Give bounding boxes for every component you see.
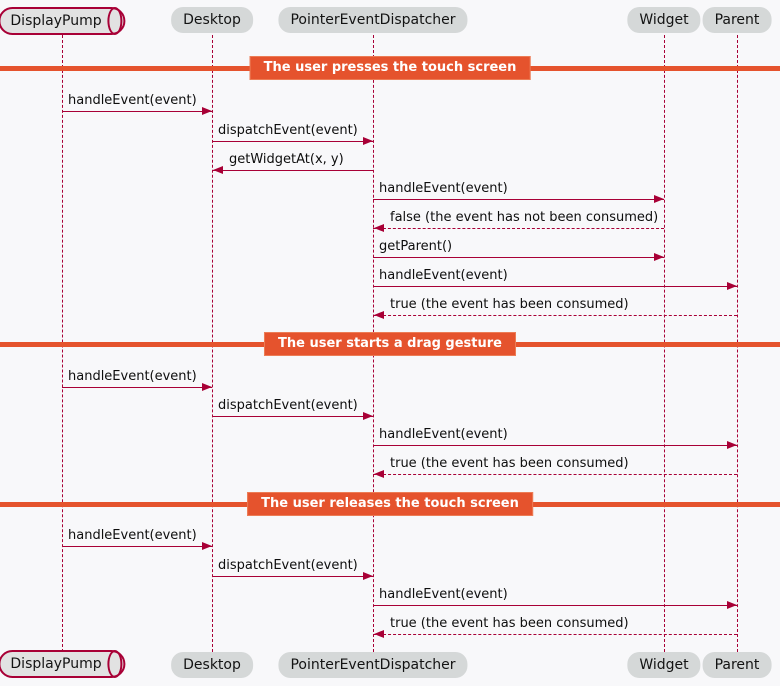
message-line <box>373 445 737 446</box>
arrow-head-icon <box>374 630 384 638</box>
message-label: true (the event has been consumed) <box>390 456 629 471</box>
arrow-head-icon <box>363 412 373 420</box>
message-line <box>373 605 737 606</box>
message-line <box>212 576 373 577</box>
arrow-head-icon <box>202 107 212 115</box>
message-line <box>373 634 737 635</box>
message-label: handleEvent(event) <box>379 181 508 196</box>
message-line <box>212 416 373 417</box>
arrow-head-icon <box>202 383 212 391</box>
message-line <box>212 141 373 142</box>
divider-label: The user starts a drag gesture <box>263 332 517 356</box>
arrow-head-icon <box>202 542 212 550</box>
message-label: getWidgetAt(x, y) <box>229 152 344 167</box>
message-label: handleEvent(event) <box>68 369 197 384</box>
message-label: getParent() <box>379 239 453 254</box>
participant-widget-top: Widget <box>627 7 701 33</box>
divider-label: The user presses the touch screen <box>249 56 531 80</box>
arrow-head-icon <box>374 224 384 232</box>
divider-label: The user releases the touch screen <box>247 492 533 516</box>
message-line <box>373 474 737 475</box>
participant-parent-top: Parent <box>702 7 772 33</box>
message-label: true (the event has been consumed) <box>390 297 629 312</box>
participant-displaypump-top: DisplayPump <box>0 7 126 35</box>
message-line <box>62 387 212 388</box>
message-line <box>212 170 373 171</box>
message-label: false (the event has not been consumed) <box>390 210 659 225</box>
participant-parent-bottom: Parent <box>702 652 772 678</box>
arrow-head-icon <box>727 441 737 449</box>
message-label: handleEvent(event) <box>68 93 197 108</box>
participant-dispatcher-bottom: PointerEventDispatcher <box>278 652 468 678</box>
arrow-head-icon <box>654 195 664 203</box>
arrow-head-icon <box>374 311 384 319</box>
message-label: dispatchEvent(event) <box>218 123 358 138</box>
message-line <box>62 546 212 547</box>
message-line <box>373 315 737 316</box>
message-line <box>373 286 737 287</box>
participant-displaypump-bottom: DisplayPump <box>0 650 126 678</box>
message-label: handleEvent(event) <box>379 587 508 602</box>
participant-dispatcher-top: PointerEventDispatcher <box>278 7 468 33</box>
arrow-head-icon <box>727 601 737 609</box>
message-line <box>62 111 212 112</box>
message-label: dispatchEvent(event) <box>218 558 358 573</box>
arrow-head-icon <box>213 166 223 174</box>
participant-widget-bottom: Widget <box>627 652 701 678</box>
message-label: handleEvent(event) <box>68 528 197 543</box>
participant-desktop-top: Desktop <box>171 7 253 33</box>
arrow-head-icon <box>727 282 737 290</box>
participant-desktop-bottom: Desktop <box>171 652 253 678</box>
message-label: handleEvent(event) <box>379 268 508 283</box>
message-label: dispatchEvent(event) <box>218 398 358 413</box>
queue-end-ellipse-icon <box>107 650 123 678</box>
message-line <box>373 199 664 200</box>
queue-end-ellipse-icon <box>107 7 123 35</box>
message-label: true (the event has been consumed) <box>390 616 629 631</box>
arrow-head-icon <box>363 572 373 580</box>
arrow-head-icon <box>374 470 384 478</box>
message-line <box>373 257 664 258</box>
message-label: handleEvent(event) <box>379 427 508 442</box>
arrow-head-icon <box>363 137 373 145</box>
arrow-head-icon <box>654 253 664 261</box>
message-line <box>373 228 664 229</box>
